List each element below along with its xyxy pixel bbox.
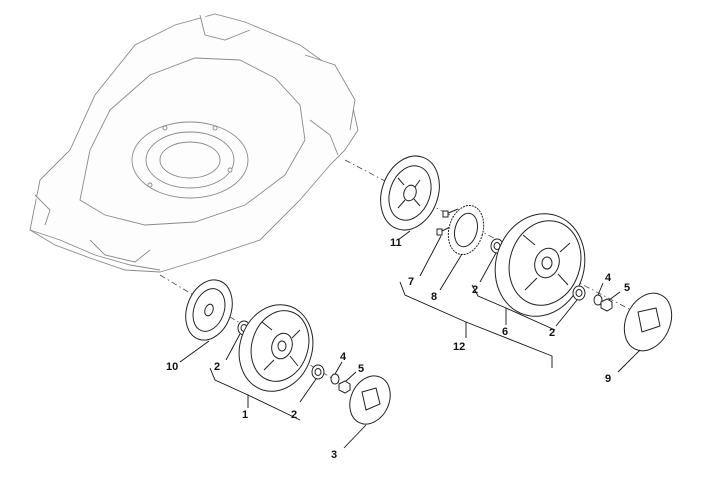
nut-rear: [600, 298, 613, 312]
label-rear-wheel-assembly: 12: [453, 341, 465, 353]
wheel-front: [238, 304, 314, 392]
label-hubcap-front: 3: [331, 449, 337, 461]
hubcap-rear: [623, 292, 673, 352]
label-disc-rear: 11: [390, 237, 402, 249]
label-nut-front: 5: [358, 363, 364, 375]
label-disc-front: 10: [166, 361, 178, 373]
mower-deck: [29, 13, 359, 273]
label-spacer-front-outer: 2: [291, 409, 297, 421]
label-spacer-rear-inner: 2: [472, 284, 478, 296]
label-nut-rear: 5: [624, 282, 630, 294]
hubcap-front: [349, 375, 391, 425]
front-axis-line: [159, 274, 361, 396]
wheel-rear: [494, 213, 586, 317]
spacer-front-outer: [311, 364, 325, 380]
label-bolt: 7: [408, 276, 414, 288]
label-spacer-rear-outer: 2: [549, 327, 555, 339]
label-wheel-rear: 6: [502, 326, 508, 338]
spacer-rear-outer: [572, 285, 586, 301]
disc-rear: [380, 155, 440, 231]
label-hubcap-rear: 9: [605, 373, 611, 385]
nut-front: [338, 380, 351, 394]
label-wheel-front: 1: [242, 409, 248, 421]
label-washer-rear: 4: [605, 272, 612, 284]
gear: [447, 204, 485, 256]
washer-front: [330, 373, 340, 385]
label-washer-front: 4: [340, 351, 347, 363]
bolt: [436, 208, 459, 236]
leader-lines: [179, 230, 641, 449]
disc-front: [185, 279, 233, 341]
label-spacer-front-inner: 2: [214, 361, 220, 373]
label-gear: 8: [431, 291, 437, 303]
